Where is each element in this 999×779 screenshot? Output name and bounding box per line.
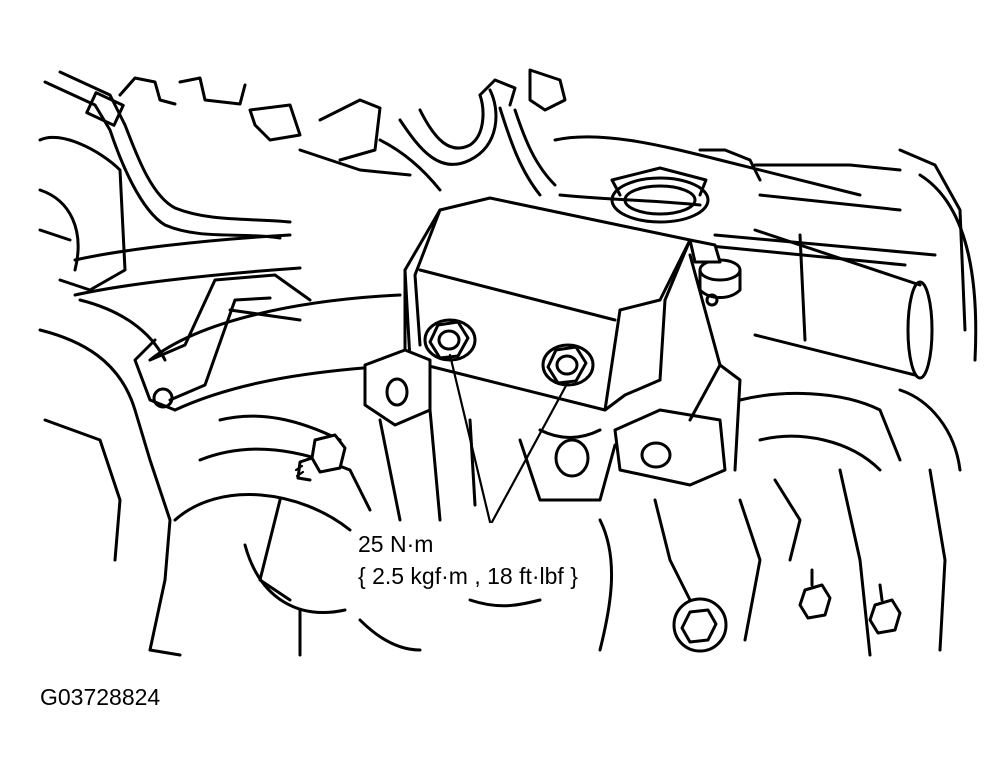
bolt-icon-lower-1: [672, 597, 728, 653]
wiring-harness: [43, 70, 292, 240]
engine-block-left: [38, 135, 172, 652]
bolt-icon-lower-2: [798, 568, 832, 620]
hose: [398, 68, 567, 197]
torque-spec-conversion: { 2.5 kgf·m , 18 ft·lbf }: [358, 563, 578, 589]
coolant-pipe: [553, 135, 978, 380]
bolt-icon-stud: [294, 433, 347, 482]
torque-spec-value: 25 N·m: [358, 531, 434, 557]
bolt-icon-lower-3: [868, 583, 902, 635]
bolt-icon-right: [541, 343, 595, 387]
bracket-icon: [363, 196, 742, 487]
stud-icon: [688, 238, 742, 307]
bolt-icon-left: [423, 318, 477, 362]
upper-components: [118, 76, 442, 192]
lower-housing: [148, 408, 692, 657]
figure-id: G03728824: [40, 684, 161, 710]
lower-right-housing: [738, 388, 962, 657]
